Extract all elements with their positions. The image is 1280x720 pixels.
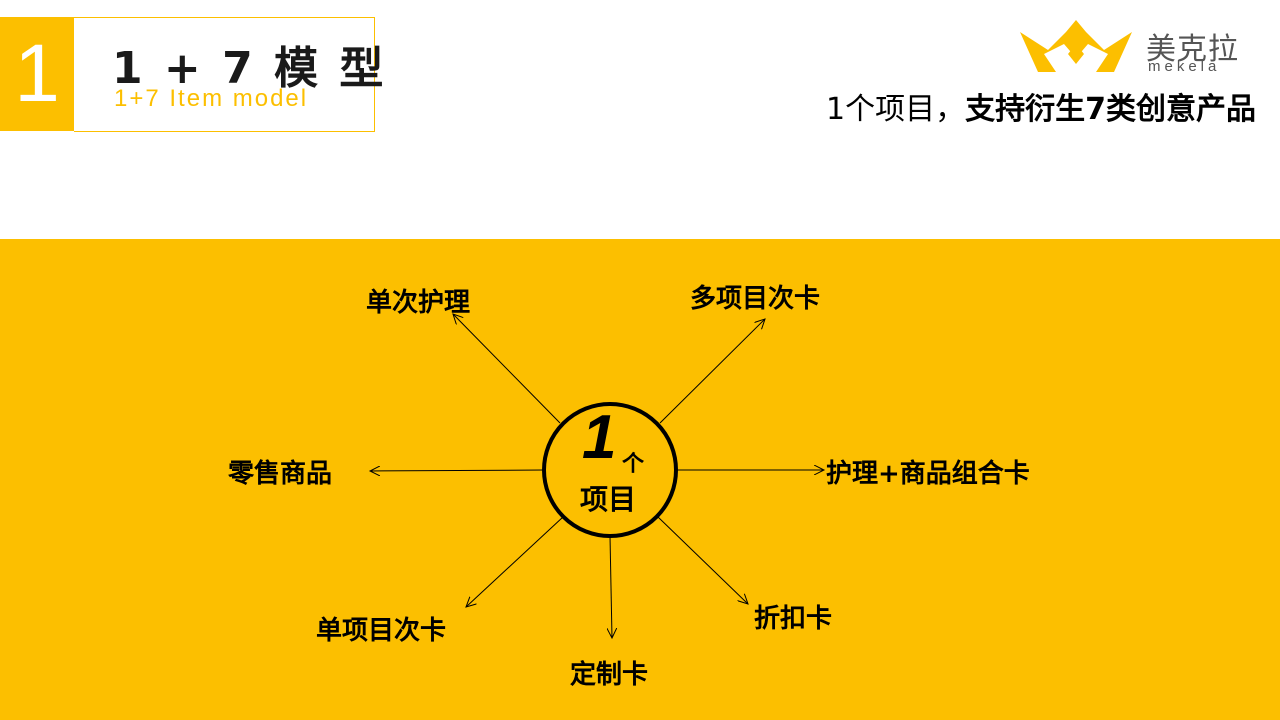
product-multi-item-card: 多项目次卡 <box>690 284 821 314</box>
tagline-bold: 支持衍生7类创意产品 <box>965 92 1256 127</box>
tagline-normal: 1个项目， <box>826 92 966 127</box>
tagline: 1个项目，支持衍生7类创意产品 <box>826 84 1256 128</box>
product-retail-goods: 零售商品 <box>228 459 333 489</box>
section-number-box: 1 <box>0 17 74 131</box>
arrow-custom-card <box>610 535 612 638</box>
brand-logo: 美克拉 mekela <box>1018 14 1258 78</box>
arrow-discount-card <box>657 516 748 604</box>
arrow-single-item-card <box>466 516 564 607</box>
section-number: 1 <box>14 28 60 119</box>
product-custom-card: 定制卡 <box>570 660 649 690</box>
product-discount-card: 折扣卡 <box>754 604 833 634</box>
page-subtitle: 1+7 Item model <box>114 85 309 112</box>
arrow-single-care <box>453 314 561 424</box>
center-label: 项目 <box>580 483 637 516</box>
center-number: 1 <box>582 403 617 472</box>
arrow-retail-goods <box>370 470 545 471</box>
yellow-band <box>0 239 1280 720</box>
arrow-multi-item-card <box>659 319 765 424</box>
title-box: 1 + 7 模 型 1+7 Item model <box>74 17 383 132</box>
brand-name-latin: mekela <box>1148 58 1221 75</box>
brand-name: 美克拉 <box>1146 32 1239 67</box>
page-title: 1 + 7 模 型 <box>112 43 387 94</box>
crown-logo-icon <box>1020 20 1132 72</box>
product-single-care: 单次护理 <box>366 288 471 318</box>
product-combo-card: 护理+商品组合卡 <box>826 459 1030 489</box>
center-unit: 个 <box>622 452 645 477</box>
product-single-item-card: 单项目次卡 <box>316 616 447 646</box>
